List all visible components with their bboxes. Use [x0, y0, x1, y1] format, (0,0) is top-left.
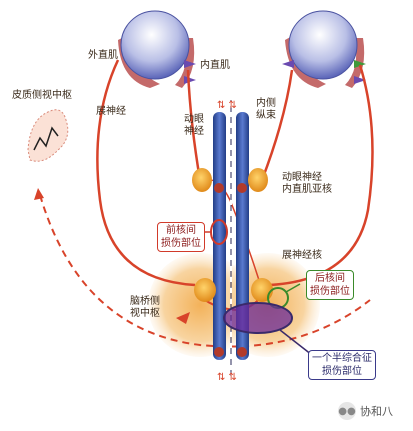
wechat-icon: ●● [338, 402, 356, 420]
right-medial-arrow-2-icon [354, 76, 366, 84]
mlf-top-arrows-icon: ⇅ ⇅ [217, 100, 237, 111]
label-cortical-gaze-center: 皮质侧视中枢 [12, 90, 72, 101]
right-oculomotor-nerve-path [260, 69, 294, 181]
label-oculomotor-medial-subnucleus: 动眼神经 内直肌亚核 [282, 172, 332, 195]
watermark: ●● 协和八 [338, 402, 393, 420]
left-abducens-nerve-path [96, 59, 196, 287]
label-pontine-gaze-center: 脑桥侧 视中枢 [130, 296, 160, 319]
label-abducens-nucleus: 展神经核 [282, 250, 322, 261]
left-eye [118, 10, 195, 88]
mlf-junction-bottom-left [214, 347, 224, 357]
left-oculomotor-nerve-path [186, 69, 202, 181]
left-oculomotor-nucleus [192, 168, 212, 192]
mlf-bottom-arrows-icon: ⇅ ⇅ [217, 372, 237, 383]
right-mlf-column [236, 112, 249, 360]
right-lateral-arrow-icon [282, 60, 294, 68]
label-medial-rectus: 内直肌 [200, 60, 230, 71]
right-abducens-nucleus [251, 278, 273, 302]
label-lateral-rectus: 外直肌 [88, 50, 118, 61]
medial-rectus-arrow-2-icon [184, 76, 196, 84]
one-and-half-lesion-pointer [279, 329, 313, 356]
right-eye [285, 10, 365, 88]
watermark-text: 协和八 [360, 405, 393, 418]
left-mlf-column [213, 112, 226, 360]
mlf-junction-top-left [214, 183, 224, 193]
one-and-half-lesion-marker [223, 302, 293, 334]
cortical-descending-path [39, 194, 371, 348]
posterior-lesion-pointer [285, 283, 301, 293]
right-medial-arrow-icon [354, 60, 366, 68]
box-one-and-half-syndrome: 一个半综合征 损伤部位 [308, 350, 376, 380]
box-anterior-internuclear: 前核间 损伤部位 [157, 222, 205, 252]
left-nerve-arrow-icon [176, 312, 190, 324]
left-pontine-nucleus [194, 278, 216, 302]
mlf-junction-top-right [237, 183, 247, 193]
cortical-path-arrow-icon [34, 188, 44, 200]
label-oculomotor-nerve: 动眼 神经 [184, 114, 204, 137]
cortical-signal-squiggle [33, 126, 59, 151]
label-mlf: 内侧 纵束 [256, 98, 276, 121]
medial-rectus-arrow-icon [184, 60, 196, 68]
mlf-junction-bottom-right [237, 347, 247, 357]
box-posterior-internuclear: 后核间 损伤部位 [306, 270, 354, 300]
cortical-center-shape [27, 109, 69, 162]
right-oculomotor-nucleus [248, 168, 268, 192]
label-abducens-nerve: 展神经 [96, 106, 126, 117]
